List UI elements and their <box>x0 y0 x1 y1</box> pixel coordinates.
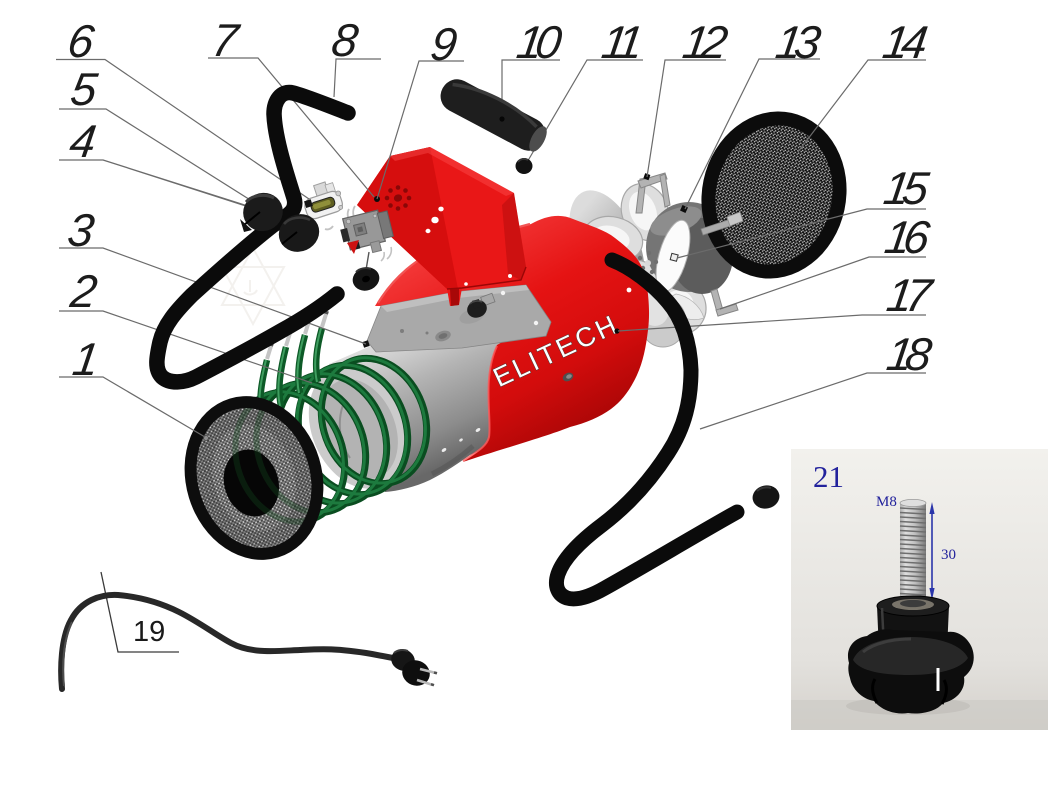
svg-text:M8: M8 <box>876 494 897 510</box>
svg-text:19: 19 <box>133 616 165 648</box>
svg-text:21: 21 <box>813 459 844 494</box>
svg-text:30: 30 <box>941 547 956 563</box>
